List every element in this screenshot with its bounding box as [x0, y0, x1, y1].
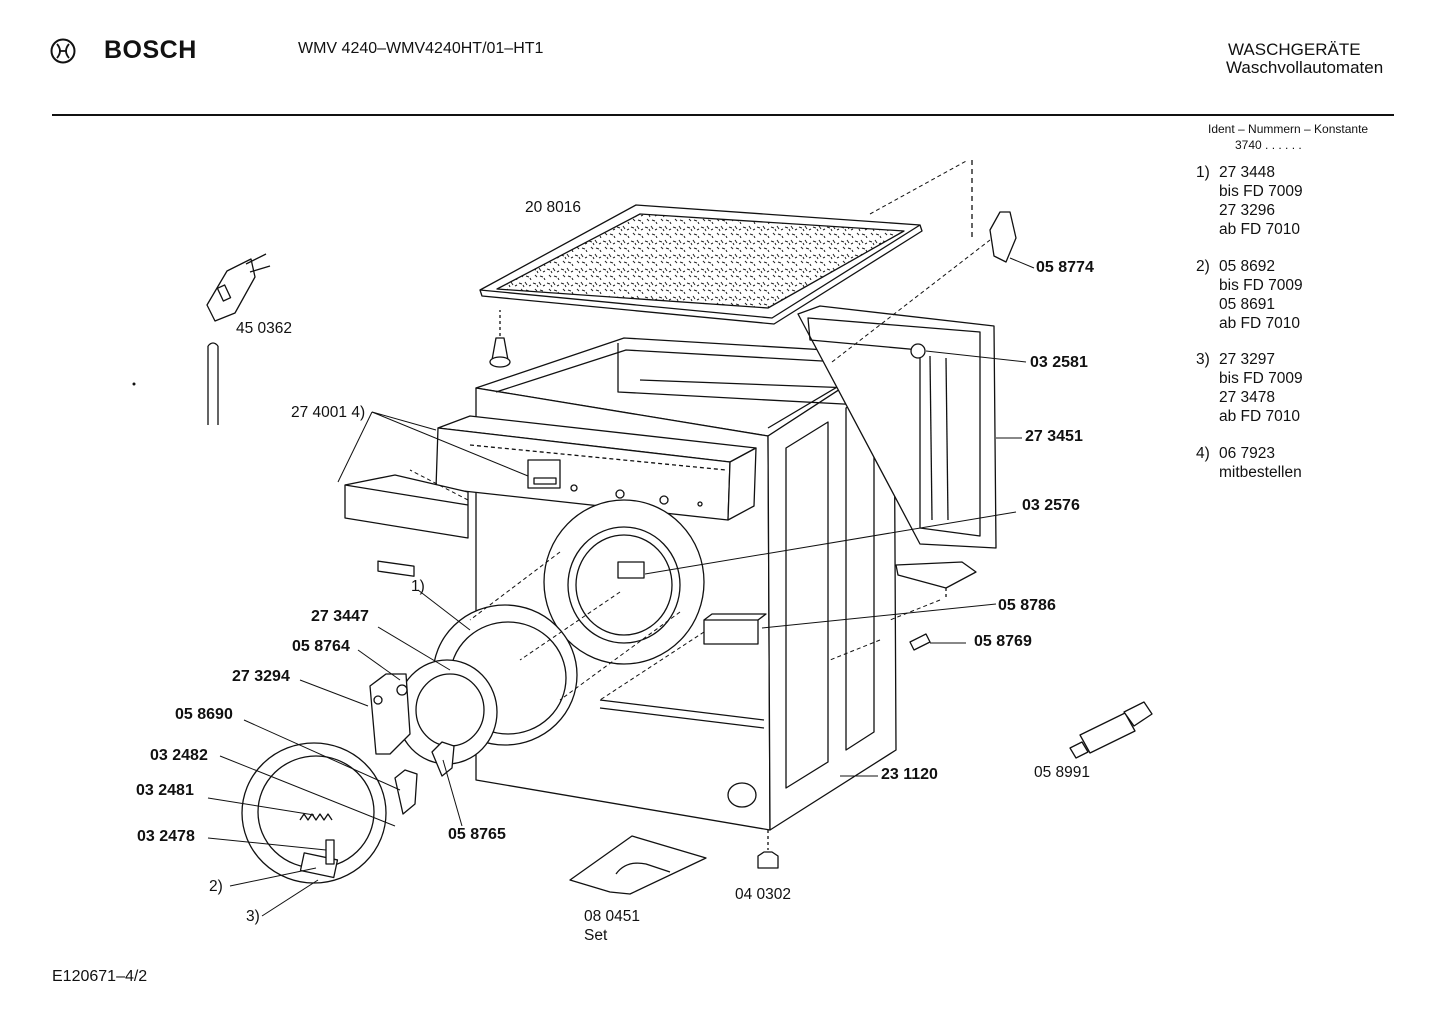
bosch-logo-icon — [50, 38, 76, 64]
part-label-032481: 03 2481 — [136, 782, 194, 799]
note-line: 05 8691 — [1219, 296, 1276, 313]
part-label-032478: 03 2478 — [137, 828, 195, 845]
part-label-208016: 20 8016 — [525, 199, 582, 216]
note-number: 1) — [1196, 164, 1210, 181]
door-hinge — [369, 673, 411, 755]
part-label-set: Set — [584, 927, 608, 944]
part-label-274001: 27 4001 4) — [291, 404, 366, 421]
ref-label-1: 1) — [411, 578, 425, 595]
ref-label-2: 2) — [209, 878, 223, 895]
category-title: WASCHGERÄTE — [1228, 40, 1361, 59]
worktop-lid — [479, 204, 923, 325]
model-title: WMV 4240–WMV4240HT/01–HT1 — [298, 40, 544, 57]
header-divider — [52, 114, 1394, 116]
part-label-032482: 03 2482 — [150, 747, 208, 764]
part-label-040302: 04 0302 — [735, 886, 792, 903]
part-label-058786: 05 8786 — [998, 597, 1056, 614]
door-glass — [396, 659, 498, 765]
detergent-drawer — [344, 474, 469, 577]
foot-screw-part — [757, 830, 779, 869]
lid-foot-part — [489, 310, 511, 368]
brand-name: BOSCH — [104, 36, 197, 64]
door-spring-part — [299, 813, 333, 821]
shim-set-part — [569, 835, 707, 895]
drain-connector-part — [1069, 701, 1153, 759]
note-line: 27 3296 — [1219, 202, 1276, 219]
control-panel — [435, 415, 757, 521]
part-label-058774: 05 8774 — [1036, 259, 1094, 276]
note-line: 27 3478 — [1219, 389, 1276, 406]
drum-opening — [543, 499, 705, 665]
part-label-450362: 45 0362 — [236, 320, 293, 337]
door-frame — [241, 742, 387, 884]
mains-plug — [206, 253, 271, 425]
ref-label-3: 3) — [246, 908, 260, 925]
door-pin-part — [325, 839, 335, 865]
ident-heading: Ident – Nummern – Konstante — [1208, 122, 1369, 136]
note-line: mitbestellen — [1219, 464, 1302, 481]
part-label-273447: 27 3447 — [311, 608, 369, 625]
category-subtitle: Waschvollautomaten — [1226, 58, 1384, 77]
note-number: 4) — [1196, 445, 1210, 462]
part-label-058765: 05 8765 — [448, 826, 506, 843]
ident-value: 3740 . . . . . . — [1235, 138, 1302, 152]
lid-lock-part — [971, 160, 1017, 263]
door-catch-part — [431, 741, 455, 777]
note-number: 3) — [1196, 351, 1210, 368]
part-label-032581: 03 2581 — [1030, 354, 1088, 371]
note-line: ab FD 7010 — [1219, 221, 1300, 238]
note-line: bis FD 7009 — [1219, 370, 1303, 387]
leader-lines — [132, 159, 1035, 917]
part-label-080451: 08 0451 — [584, 908, 641, 925]
base-plate — [895, 561, 977, 600]
door-latch-part — [394, 769, 418, 815]
door-lock-switch — [703, 613, 767, 645]
part-label-058690: 05 8690 — [175, 706, 233, 723]
part-label-032576: 03 2576 — [1022, 497, 1080, 514]
part-label-273294: 27 3294 — [232, 668, 290, 685]
note-number: 2) — [1196, 258, 1210, 275]
part-label-058991: 05 8991 — [1034, 764, 1091, 781]
note-line: 27 3448 — [1219, 164, 1276, 181]
note-line: bis FD 7009 — [1219, 277, 1303, 294]
note-line: ab FD 7010 — [1219, 315, 1300, 332]
note-line: 27 3297 — [1219, 351, 1276, 368]
rear-screw-part — [910, 343, 926, 359]
part-label-058769: 05 8769 — [974, 633, 1032, 650]
note-line: 05 8692 — [1219, 258, 1276, 275]
drawing-id: E120671–4/2 — [52, 968, 148, 985]
bolt-part — [909, 633, 931, 651]
note-line: bis FD 7009 — [1219, 183, 1303, 200]
part-label-058764: 05 8764 — [292, 638, 350, 655]
part-label-231120: 23 1120 — [881, 766, 938, 783]
part-label-273451: 27 3451 — [1025, 428, 1083, 445]
note-line: ab FD 7010 — [1219, 408, 1300, 425]
note-line: 06 7923 — [1219, 445, 1276, 462]
